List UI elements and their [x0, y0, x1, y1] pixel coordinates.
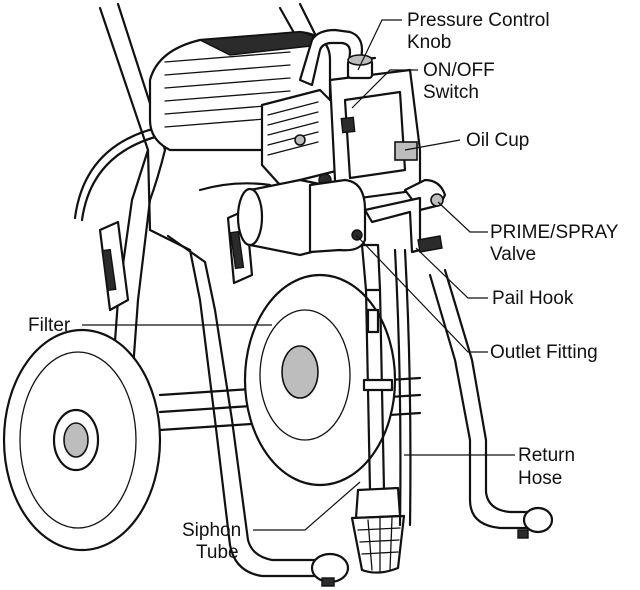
leader-prime-spray: [437, 201, 488, 233]
pail-hook: [363, 196, 443, 254]
return-hose-line: [393, 248, 402, 527]
rear-wheel: [243, 273, 397, 487]
leader-on-off: [351, 69, 418, 109]
label-on-off-switch: ON/OFF Switch: [423, 60, 500, 103]
label-outlet-fitting: Outlet Fitting: [490, 342, 598, 363]
label-prime-spray-valve: PRIME/SPRAY Valve: [490, 222, 623, 265]
side-clips: [98, 208, 254, 312]
siphon-tube: [350, 243, 406, 574]
leader-siphon-tube: [253, 481, 361, 531]
filter-block: [236, 178, 367, 257]
label-pressure-control-knob: Pressure Control Knob: [407, 10, 555, 53]
leader-pail-hook: [415, 247, 488, 299]
label-pail-hook: Pail Hook: [492, 288, 574, 309]
callout-labels: Pressure Control Knob ON/OFF Switch Oil …: [28, 10, 623, 563]
front-wheel: [2, 328, 162, 552]
leader-pressure-knob: [357, 19, 402, 71]
leader-oil-cup: [404, 139, 461, 151]
cart-frame: [98, 2, 554, 587]
pump-housing: [260, 54, 422, 202]
label-filter: Filter: [28, 315, 71, 336]
leader-outlet-fitting: [355, 234, 488, 353]
label-oil-cup: Oil Cup: [466, 130, 529, 151]
paint-sprayer-illustration: [2, 2, 554, 587]
label-siphon-tube: Siphon Tube: [182, 520, 246, 563]
label-return-hose: Return Hose: [518, 445, 580, 489]
return-hose-line-2: [403, 248, 412, 527]
leader-lines: [82, 19, 515, 531]
